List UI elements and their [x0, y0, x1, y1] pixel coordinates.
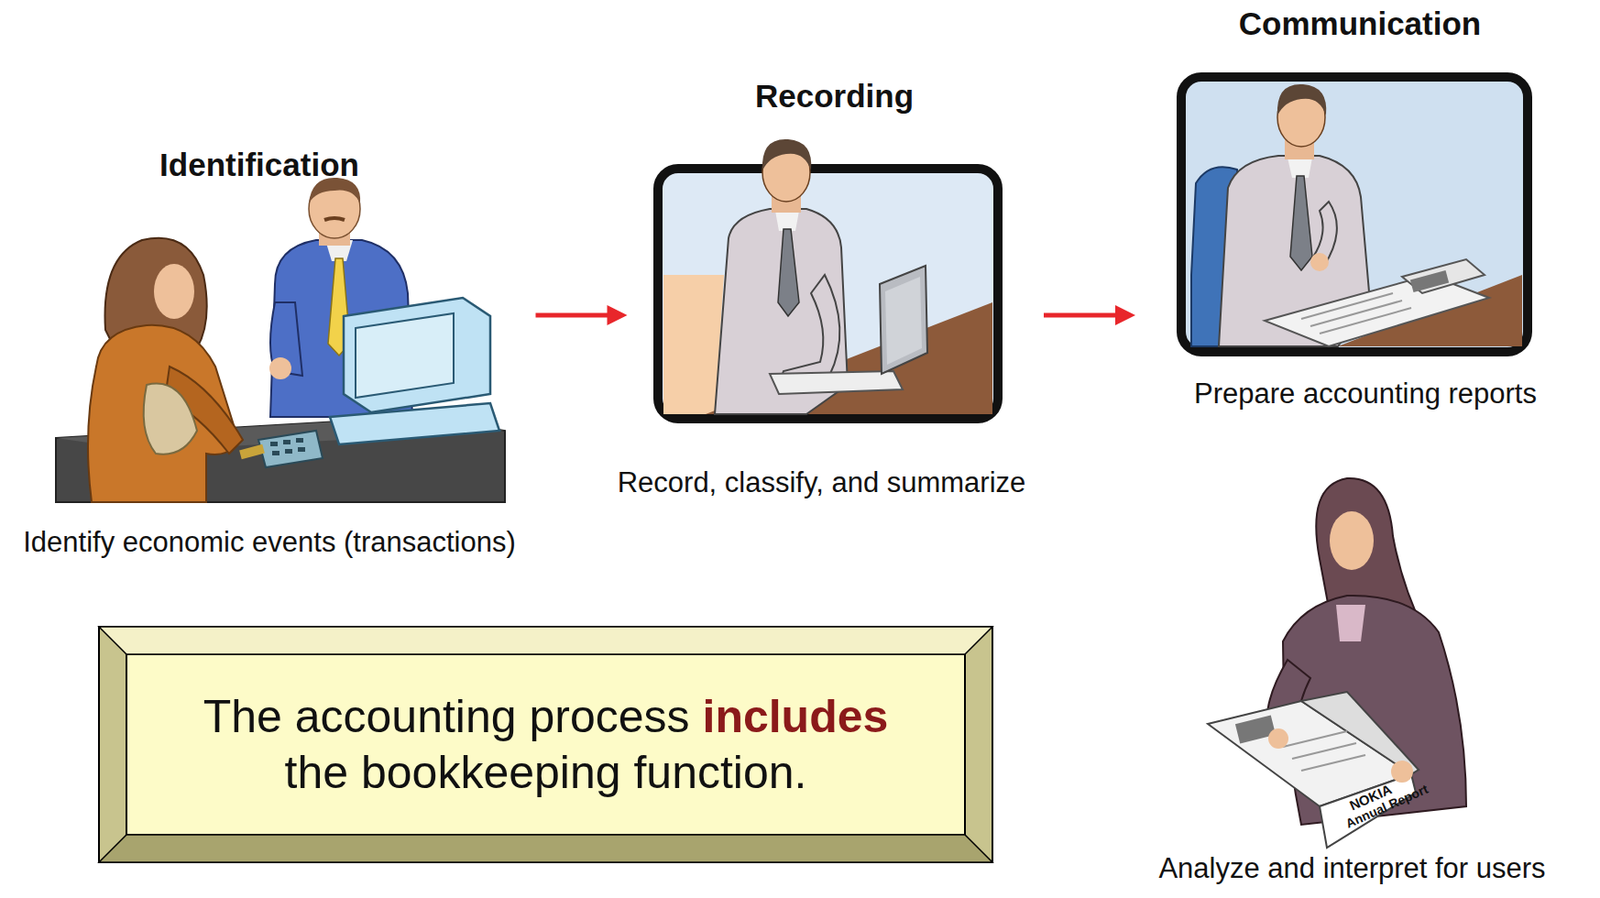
stage-panel: IdentificationIdentify economic events (… [55, 188, 505, 521]
stage-panel: RecordingRecord, classify, and summarize [657, 168, 998, 419]
identification-scene [55, 177, 505, 503]
communication-scene [1181, 76, 1528, 352]
recording-scene [657, 139, 998, 419]
flow-arrow [1043, 305, 1136, 326]
flow-arrow [536, 305, 628, 326]
stage-panel: Analyze and interpret for users [1209, 479, 1469, 842]
stage-heading: Communication [1238, 5, 1481, 43]
stage-caption: Record, classify, and summarize [617, 466, 1027, 500]
stage-caption: Prepare accounting reports [1194, 377, 1537, 411]
reader-figure [1207, 478, 1467, 848]
note-text: The accounting process includes the book… [170, 689, 922, 801]
stage-caption: Analyze and interpret for users [1158, 852, 1546, 886]
stage-heading: Identification [159, 146, 360, 184]
stage-caption: Identify economic events (transactions) [22, 526, 516, 559]
stage-panel: CommunicationPrepare accounting reports [1181, 76, 1528, 352]
note-box: The accounting process includes the book… [126, 654, 965, 835]
note-box-frame [98, 626, 993, 863]
stage-heading: Recording [755, 77, 914, 115]
